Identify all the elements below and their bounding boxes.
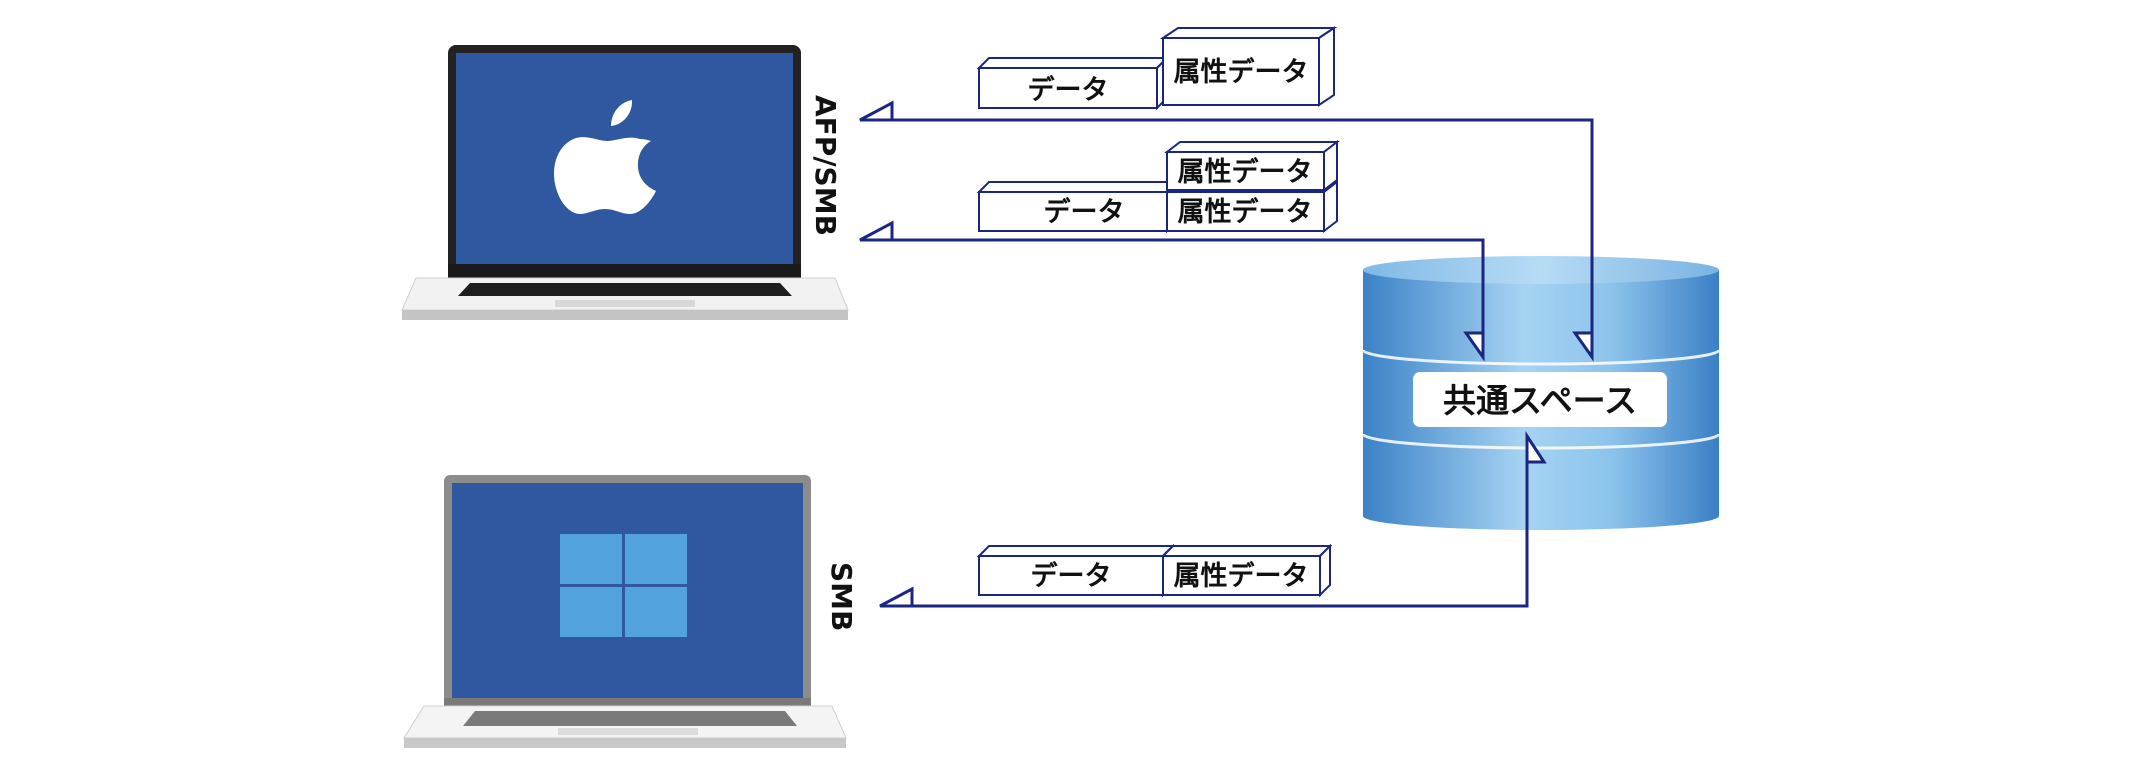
storage-label-box xyxy=(1413,372,1667,427)
packet-win-send xyxy=(976,543,1333,598)
arrowhead-mac-return xyxy=(859,100,894,122)
arrowheads xyxy=(859,100,1594,608)
storage-cylinder-band-1 xyxy=(1361,349,1721,366)
windows-laptop xyxy=(403,475,847,748)
connection-lines xyxy=(860,118,1594,608)
arrowhead-win-left xyxy=(879,586,914,608)
packet-mac-send-attr-bottom-label: 属性データ xyxy=(1178,196,1313,228)
attr-data-block-top xyxy=(1166,151,1325,191)
packet-mac-return-attr-label: 属性データ xyxy=(1174,56,1309,88)
attr-data-block xyxy=(1162,555,1321,596)
mac-send-line xyxy=(860,238,1485,335)
attr-data-block-bottom xyxy=(1166,191,1325,232)
packet-mac-return xyxy=(976,26,1338,111)
data-block xyxy=(978,191,1168,232)
mac-laptop-base-edge xyxy=(402,310,848,320)
windows-laptop-keyboard xyxy=(463,711,797,726)
packet-mac-send-attr-top-label: 属性データ xyxy=(1178,156,1313,188)
data-block xyxy=(978,67,1158,109)
mac-laptop-keyboard xyxy=(458,283,792,296)
data-block xyxy=(978,555,1164,596)
protocol-label-win: SMB xyxy=(825,562,858,631)
mac-return-line xyxy=(860,118,1594,335)
windows-logo-icon xyxy=(560,534,687,637)
apple-logo-icon xyxy=(554,100,656,214)
storage-cylinder-top xyxy=(1363,256,1719,284)
arrowhead-mac-return-down xyxy=(1572,331,1594,362)
shared-storage: 共通スペース xyxy=(1361,256,1721,530)
windows-laptop-trackpad xyxy=(558,728,698,735)
protocol-label-mac: AFP/SMB xyxy=(809,95,842,236)
mac-laptop-hinge xyxy=(448,264,801,278)
windows-laptop-hinge xyxy=(444,698,811,706)
attr-data-block xyxy=(1162,37,1320,106)
packet-win-data-label: データ xyxy=(1031,560,1112,592)
packet-boxes xyxy=(976,26,1340,598)
windows-laptop-base-edge xyxy=(404,738,846,748)
packet-mac-send-data-label: データ xyxy=(1044,196,1125,228)
packet-mac-send xyxy=(976,139,1340,234)
mac-laptop-trackpad xyxy=(555,300,695,307)
arrowhead-mac-send-down xyxy=(1463,331,1485,362)
packet-labels: データ 属性データ データ 属性データ 属性データ データ 属性データ xyxy=(1028,56,1313,592)
storage-label: 共通スペース xyxy=(1443,381,1637,420)
mac-laptop xyxy=(401,45,849,320)
arrowhead-win-up xyxy=(1525,430,1547,464)
packet-mac-return-data-label: データ xyxy=(1028,74,1109,106)
storage-cylinder-band-2 xyxy=(1361,433,1721,450)
packet-win-attr-label: 属性データ xyxy=(1174,560,1309,592)
win-link-line xyxy=(880,445,1529,608)
arrowhead-mac-send-left xyxy=(859,220,894,242)
